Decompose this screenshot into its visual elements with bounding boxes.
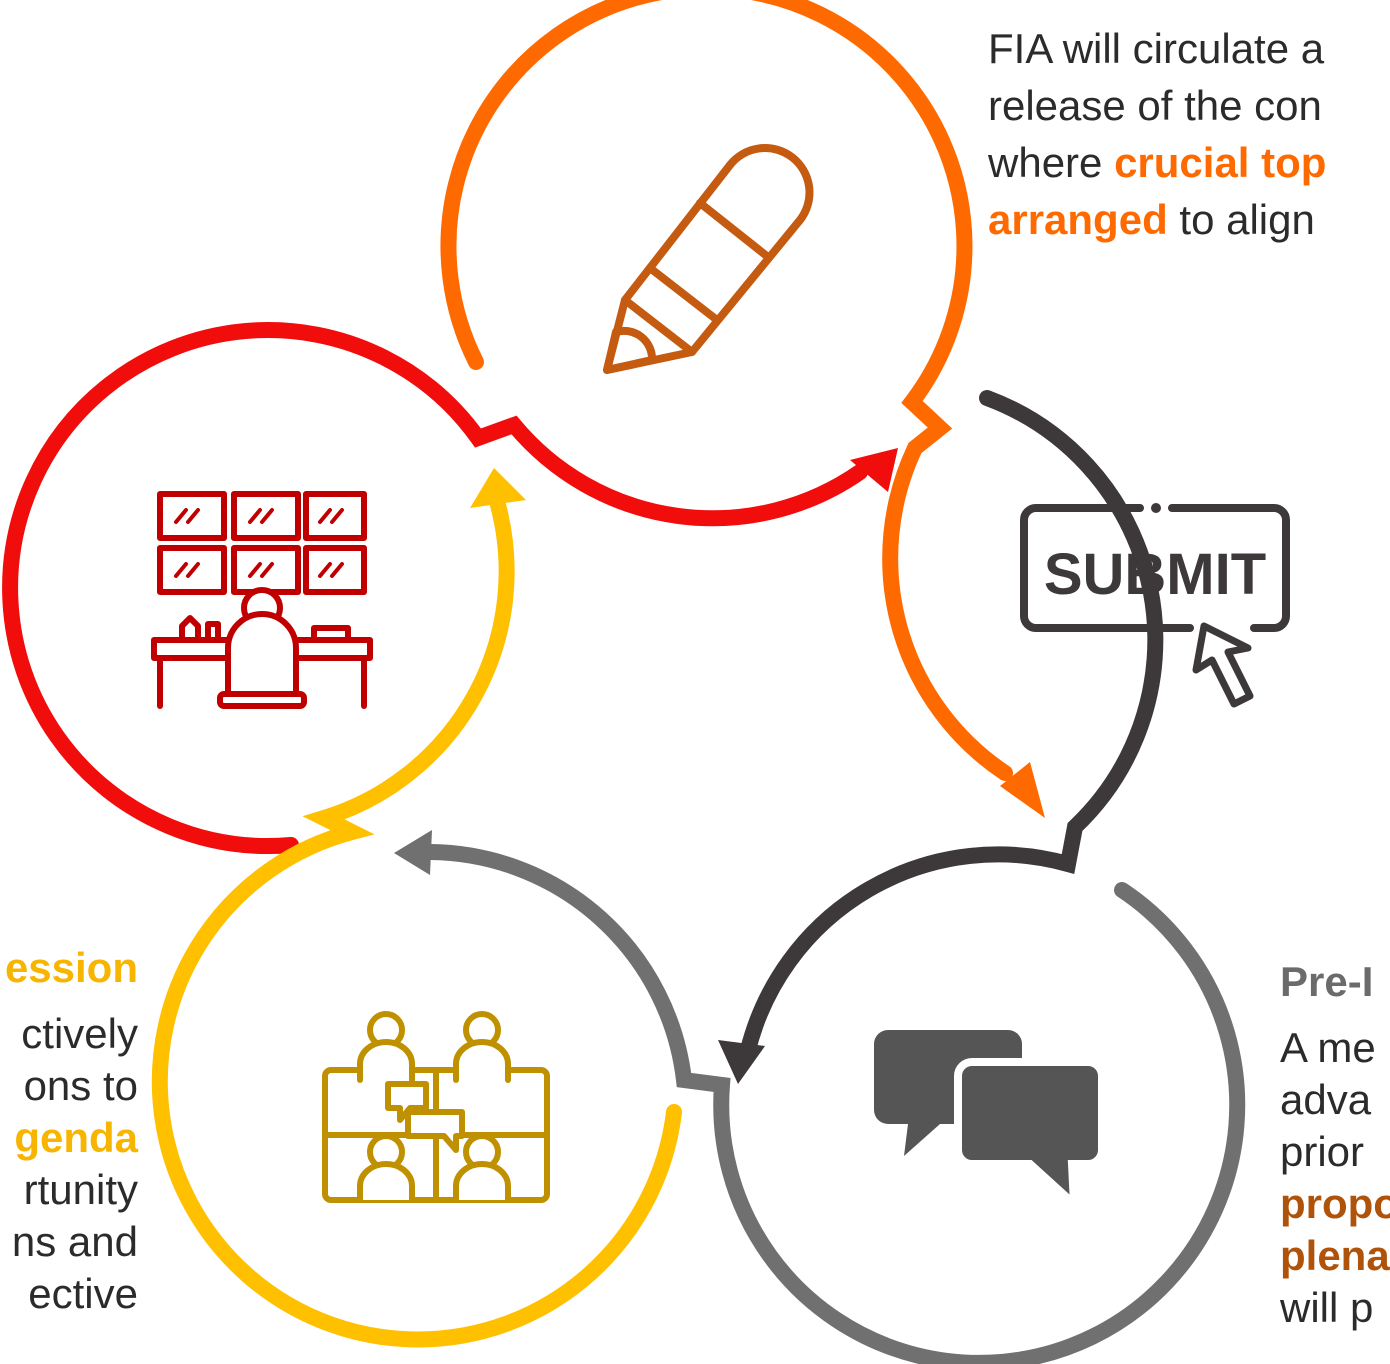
right-line-5-highlight: plena xyxy=(1280,1232,1390,1279)
red-arrowhead xyxy=(850,448,898,492)
yellow-ring xyxy=(151,497,682,1348)
orange-ring xyxy=(440,0,1013,781)
right-description: Pre-I A me adva prior propo plena will p xyxy=(1280,954,1390,1334)
top-line-3: where crucial top xyxy=(988,134,1326,191)
left-heading: ession xyxy=(4,944,138,991)
right-heading: Pre-I xyxy=(1280,958,1374,1005)
left-line-5: ns and xyxy=(11,1218,138,1265)
right-line-2: adva xyxy=(1280,1076,1372,1123)
right-line-3: prior xyxy=(1280,1128,1365,1175)
left-body: ctively ons to genda rtunity ns and ecti… xyxy=(5,1008,138,1320)
grey-ring xyxy=(422,844,1246,1364)
left-line-3-highlight: genda xyxy=(14,1114,138,1161)
orange-arrowhead xyxy=(1000,762,1045,818)
left-line-3: genda xyxy=(5,1112,138,1164)
left-line-6: ective xyxy=(28,1270,138,1317)
left-line-2: ons to xyxy=(23,1062,138,1109)
pencil-icon xyxy=(603,144,814,374)
top-line-2: release of the con xyxy=(988,82,1322,129)
dark-arrowhead xyxy=(718,1040,765,1084)
top-line-3-highlight: crucial top xyxy=(1114,139,1327,186)
right-line-4-highlight: propo xyxy=(1280,1180,1390,1227)
right-line-1: A me xyxy=(1280,1024,1376,1071)
yellow-arrowhead xyxy=(470,468,526,508)
left-line-4: rtunity xyxy=(23,1166,138,1213)
top-line-4-text: to align xyxy=(1167,196,1315,243)
left-line-1: ctively xyxy=(21,1010,138,1057)
top-line-4: arranged to align xyxy=(988,191,1326,248)
right-line-6: will p xyxy=(1280,1284,1374,1331)
right-body: A me adva prior propo plena will p xyxy=(1280,1022,1390,1334)
control-room-icon xyxy=(151,491,373,709)
left-description: ession ctively ons to genda rtunity ns a… xyxy=(5,940,138,1320)
grey-arrowhead xyxy=(394,830,432,875)
dark-ring xyxy=(740,390,1164,1058)
submit-button-icon: SUBMIT xyxy=(1020,503,1290,708)
video-meeting-icon xyxy=(322,1011,550,1203)
right-line-5: plena xyxy=(1280,1230,1390,1282)
top-description: FIA will circulate a release of the con … xyxy=(988,20,1326,248)
chat-bubbles-icon xyxy=(874,1030,1106,1214)
red-ring xyxy=(2,322,868,854)
top-line-1: FIA will circulate a xyxy=(988,25,1325,72)
submit-label: SUBMIT xyxy=(1044,542,1266,607)
right-line-4: propo xyxy=(1280,1178,1390,1230)
top-line-4-highlight: arranged xyxy=(988,196,1168,243)
top-line-3-text: where xyxy=(988,139,1115,186)
